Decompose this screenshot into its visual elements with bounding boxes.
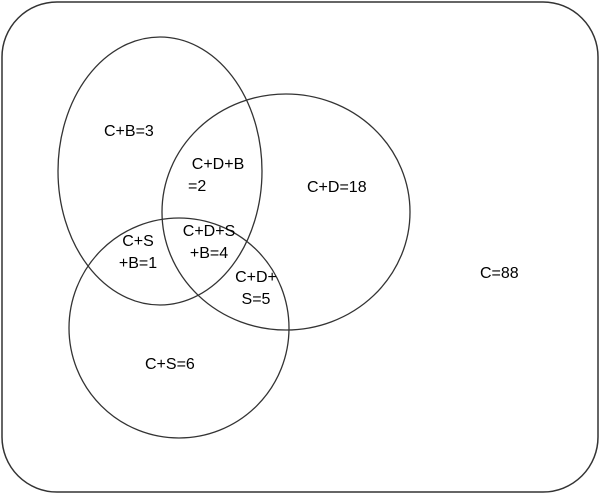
- label-c-d-s-b-line2: +B=4: [189, 245, 229, 262]
- label-c-s-b: C+S +B=1: [108, 231, 168, 275]
- label-c: C=88: [480, 265, 519, 282]
- label-c-s-b-line1: C+S: [122, 233, 154, 250]
- label-c-s: C+S=6: [145, 356, 195, 373]
- label-c-d-s: C+D+ S=5: [225, 267, 287, 311]
- label-c-d-b-line1: C+D+B: [191, 156, 245, 173]
- label-c-d: C+D=18: [307, 179, 367, 196]
- label-c-d-b: C+D+B =2: [180, 154, 256, 198]
- label-c-d-s-b-line1: C+D+S: [182, 223, 236, 240]
- label-c-d-s-b: C+D+S +B=4: [171, 221, 247, 265]
- circle-b: [57, 36, 263, 306]
- label-c-d-s-line1: C+D+: [235, 269, 277, 286]
- label-c-s-b-line2: +B=1: [118, 255, 158, 272]
- label-c-b: C+B=3: [104, 123, 154, 140]
- circle-s: [68, 217, 290, 439]
- circle-d: [161, 93, 411, 331]
- label-c-d-b-line2: =2: [188, 178, 207, 195]
- label-c-d-s-line2: S=5: [241, 291, 271, 308]
